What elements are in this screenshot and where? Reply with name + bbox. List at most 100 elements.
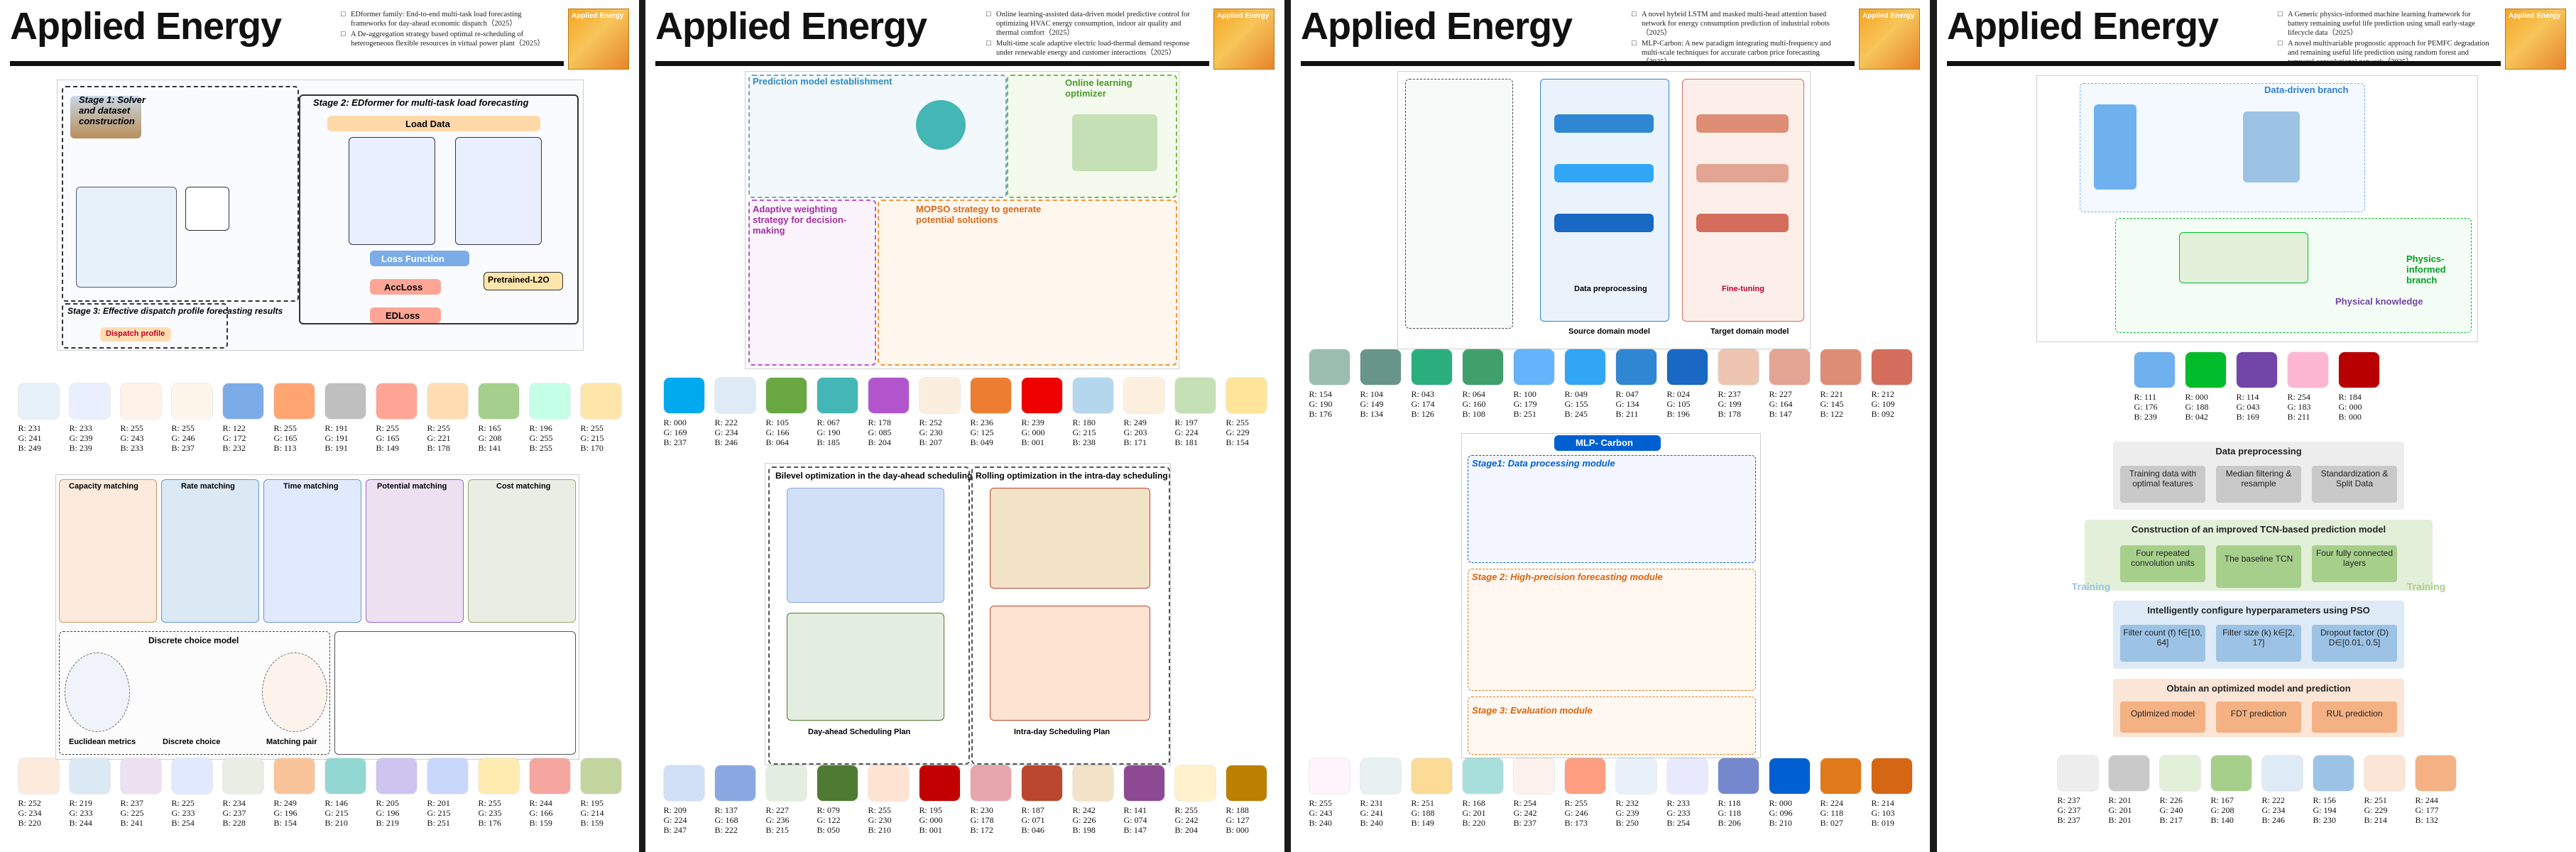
- swatch-chip: [427, 758, 468, 794]
- reference-item[interactable]: Multi-time scale adaptive electric load-…: [986, 39, 1199, 58]
- rgb-value-g: G: 000: [2338, 402, 2362, 412]
- rgb-value-b: B: 159: [580, 818, 604, 828]
- rgb-value-g: G: 127: [1226, 815, 1250, 825]
- reference-item[interactable]: Online learning-assisted data-driven mod…: [986, 10, 1199, 38]
- rgb-value-b: B: 251: [427, 818, 450, 828]
- reference-item[interactable]: A novel hybrid LSTM and masked multi-hea…: [1632, 10, 1845, 38]
- swatch-chip: [1462, 349, 1503, 385]
- reference-item[interactable]: A De-aggregation strategy based optimal …: [341, 30, 554, 48]
- reference-item[interactable]: A Generic physics-informed machine learn…: [2278, 10, 2491, 38]
- flow-item: Training data with optimal features: [2120, 466, 2205, 503]
- reference-item[interactable]: EDformer family: End-to-end multi-task l…: [341, 10, 554, 28]
- rgb-value-b: B: 222: [714, 825, 738, 835]
- encoder-1: [349, 137, 435, 245]
